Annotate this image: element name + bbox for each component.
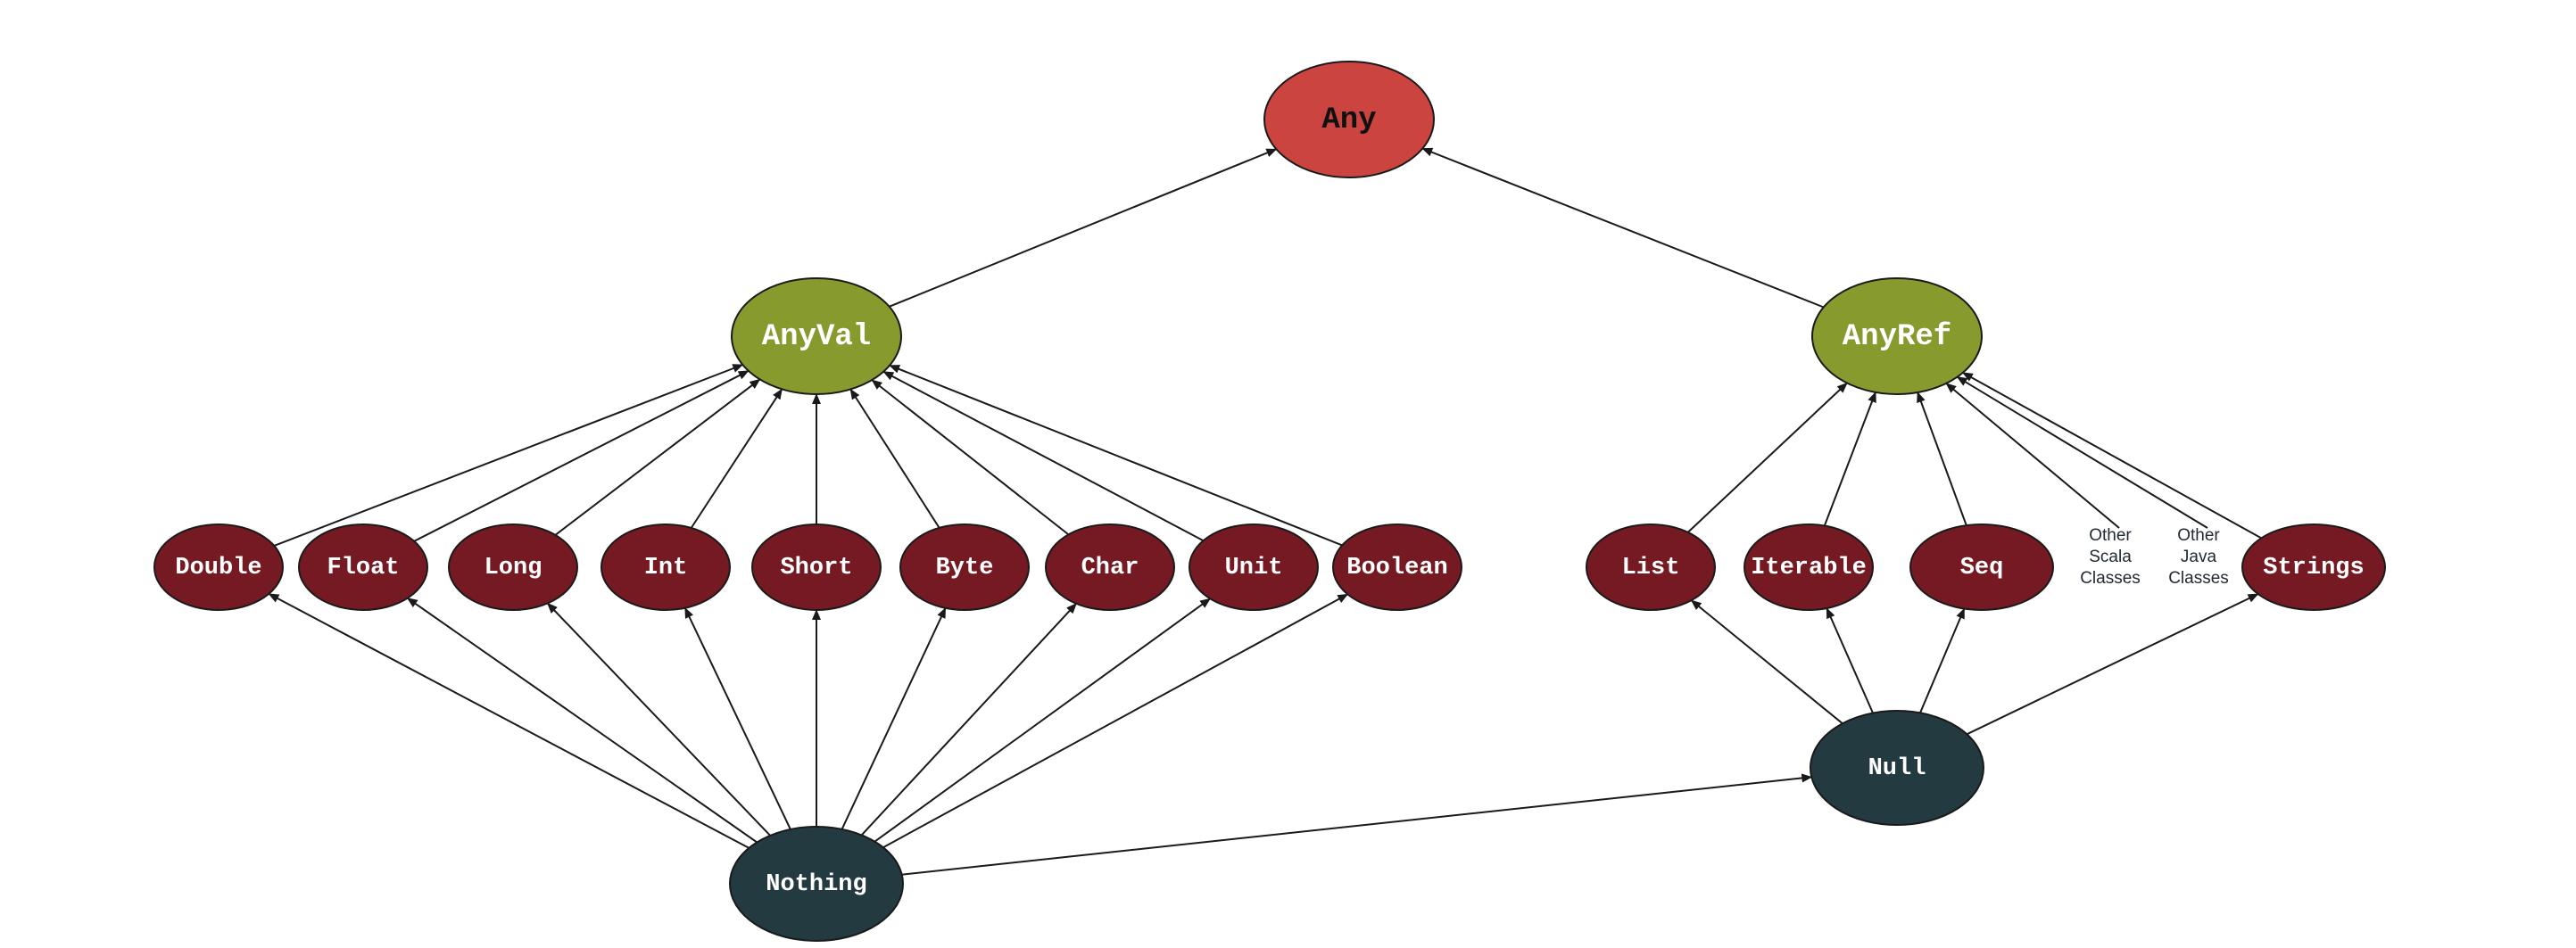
node-any-shape xyxy=(1263,61,1435,178)
node-int-label: Int xyxy=(644,555,688,581)
arrow-double-to-anyval xyxy=(273,364,744,547)
arrow-nothing-to-double xyxy=(268,593,750,849)
note-other-java-line: Java xyxy=(2181,548,2217,566)
node-unit-shape xyxy=(1189,523,1319,611)
node-short: Short xyxy=(751,523,882,611)
node-short-label: Short xyxy=(780,555,852,581)
node-anyref-label: AnyRef xyxy=(1843,320,1951,354)
node-null-label: Null xyxy=(1868,755,1926,782)
arrow-int-to-anyval xyxy=(690,388,783,529)
arrow-strings-to-anyref xyxy=(1961,372,2262,540)
node-nothing: Nothing xyxy=(729,826,904,942)
edges-layer xyxy=(268,147,2262,876)
node-strings-label: Strings xyxy=(2263,555,2364,581)
arrow-anyval-to-any xyxy=(889,148,1278,308)
arrow-iterable-to-anyref xyxy=(1823,391,1876,526)
node-boolean-label: Boolean xyxy=(1346,555,1447,581)
node-list-label: List xyxy=(1622,555,1680,581)
node-short-shape xyxy=(751,523,882,611)
arrow-list-to-anyref xyxy=(1687,382,1848,533)
node-iterable: Iterable xyxy=(1744,523,1874,611)
node-null: Null xyxy=(1810,710,1984,826)
node-nothing-shape xyxy=(729,826,904,942)
arrow-null-to-strings xyxy=(1966,593,2259,736)
arrow-nothing-to-char xyxy=(860,603,1077,837)
node-nothing-label: Nothing xyxy=(766,871,866,898)
arrow-boolean-to-anyval xyxy=(889,364,1343,547)
node-char-shape xyxy=(1045,523,1175,611)
arrow-nothing-to-int xyxy=(683,606,791,830)
arrow-unit-to-anyval xyxy=(882,370,1205,542)
arrow-nothing-to-null xyxy=(901,773,1813,876)
arrow-nothing-to-unit xyxy=(874,598,1212,843)
node-list: List xyxy=(1586,523,1716,611)
arrow-null-to-iterable xyxy=(1826,607,1874,713)
node-unit: Unit xyxy=(1189,523,1319,611)
arrow-seq-to-anyref xyxy=(1917,392,1967,526)
node-float: Float xyxy=(298,523,428,611)
node-seq-shape xyxy=(1909,523,2054,611)
arrow-nothing-to-float xyxy=(406,597,758,844)
node-list-shape xyxy=(1586,523,1716,611)
node-double-shape xyxy=(153,523,284,611)
node-long-shape xyxy=(448,523,578,611)
note-other-java-line: Classes xyxy=(2168,569,2229,588)
arrow-long-to-anyval xyxy=(554,378,761,536)
node-anyref: AnyRef xyxy=(1811,277,1983,395)
note-other-scala-line: Classes xyxy=(2080,569,2141,588)
arrow-other-java-to-anyref xyxy=(1956,375,2208,529)
node-byte-shape xyxy=(899,523,1030,611)
node-char-label: Char xyxy=(1081,555,1139,581)
node-anyref-shape xyxy=(1811,277,1983,395)
node-strings: Strings xyxy=(2241,523,2386,611)
node-double: Double xyxy=(153,523,284,611)
node-any-label: Any xyxy=(1321,103,1376,137)
node-seq: Seq xyxy=(1909,523,2054,611)
node-long-label: Long xyxy=(485,555,543,581)
node-anyval-label: AnyVal xyxy=(762,320,871,354)
node-byte: Byte xyxy=(899,523,1030,611)
arrow-float-to-anyval xyxy=(413,369,750,542)
arrow-other-scala-to-anyref xyxy=(1945,383,2120,529)
node-float-label: Float xyxy=(327,555,399,581)
node-seq-label: Seq xyxy=(1960,555,2004,581)
node-unit-label: Unit xyxy=(1225,555,1283,581)
note-other-java-line: Other xyxy=(2177,526,2220,545)
node-int-shape xyxy=(601,523,731,611)
arrow-null-to-list xyxy=(1690,599,1843,725)
arrow-anyref-to-any xyxy=(1421,147,1825,309)
arrow-nothing-to-byte xyxy=(841,606,947,830)
node-boolean: Boolean xyxy=(1332,523,1462,611)
node-boolean-shape xyxy=(1332,523,1462,611)
node-int: Int xyxy=(601,523,731,611)
node-iterable-shape xyxy=(1744,523,1874,611)
node-strings-shape xyxy=(2241,523,2386,611)
note-other-scala-line: Scala xyxy=(2089,548,2132,566)
arrow-byte-to-anyval xyxy=(849,388,940,529)
arrow-null-to-seq xyxy=(1919,607,1966,713)
node-null-shape xyxy=(1810,710,1984,826)
node-iterable-label: Iterable xyxy=(1751,555,1867,581)
node-any: Any xyxy=(1263,61,1435,178)
node-long: Long xyxy=(448,523,578,611)
arrow-char-to-anyval xyxy=(871,379,1070,536)
arrow-nothing-to-boolean xyxy=(882,593,1349,849)
node-byte-label: Byte xyxy=(936,555,994,581)
node-anyval-shape xyxy=(731,277,902,395)
node-double-label: Double xyxy=(175,555,261,581)
note-other-scala-line: Other xyxy=(2089,526,2132,545)
node-anyval: AnyVal xyxy=(731,277,902,395)
arrow-nothing-to-long xyxy=(546,602,771,837)
node-char: Char xyxy=(1045,523,1175,611)
node-float-shape xyxy=(298,523,428,611)
